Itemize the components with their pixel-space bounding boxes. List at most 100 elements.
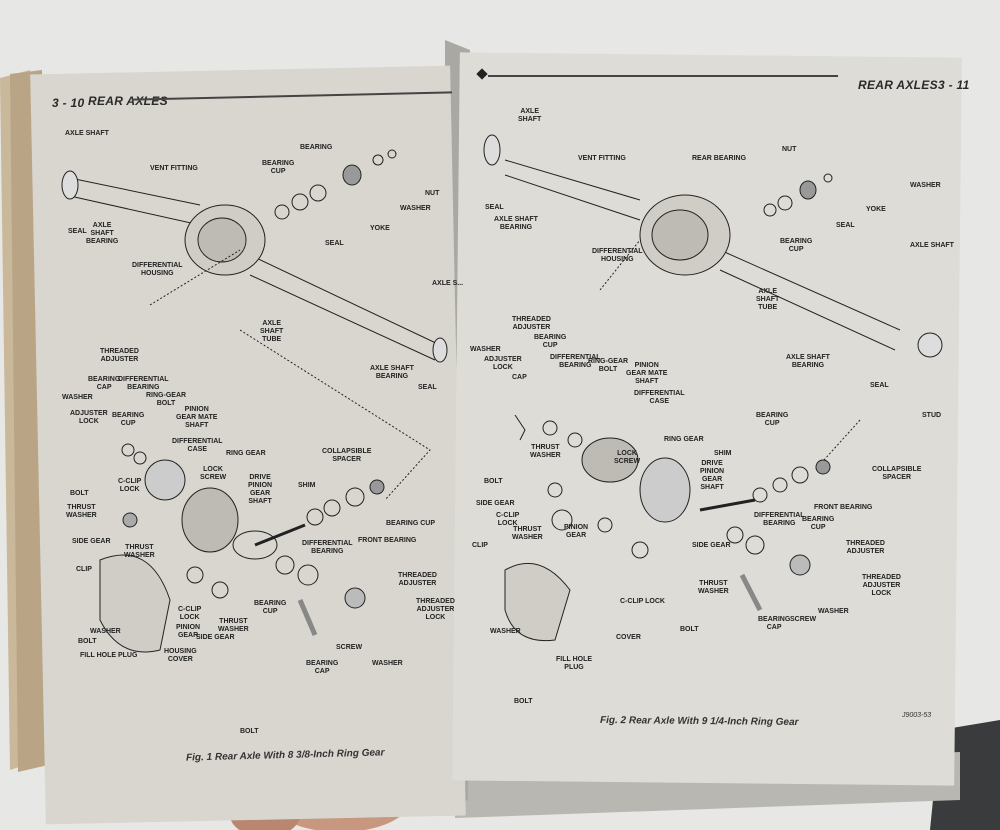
- label-lock-screw: LOCK SCREW: [200, 466, 227, 481]
- label-axle-shaft-bearing-left: AXLE SHAFT BEARING: [86, 222, 119, 245]
- label-ring-gear: RING GEAR: [226, 450, 266, 457]
- right-page-number: 3 - 11: [938, 78, 970, 92]
- label-r-clip: CLIP: [472, 542, 488, 549]
- label-washer-left: WASHER: [62, 394, 93, 401]
- label-r-ring-gear: RING GEAR: [664, 436, 704, 443]
- label-r-washer-bottom-right: WASHER: [818, 608, 849, 615]
- label-r-threaded-adjuster-bottom: THREADED ADJUSTER: [846, 540, 885, 555]
- label-r-side-gear-left: SIDE GEAR: [476, 500, 515, 507]
- label-axle-shaft-bearing-right: AXLE SHAFT BEARING: [370, 365, 414, 380]
- label-drive-pinion-gear-shaft: DRIVE PINION GEAR SHAFT: [248, 474, 273, 505]
- right-axle-tube: [504, 159, 641, 221]
- label-front-bearing: FRONT BEARING: [358, 537, 417, 544]
- label-differential-bearing-top: DIFFERENTIAL BEARING: [118, 376, 169, 391]
- right-figure-code: J9003-53: [902, 712, 932, 719]
- label-r-cover: COVER: [616, 634, 641, 641]
- label-r-stud: STUD: [922, 412, 942, 419]
- label-yoke: YOKE: [370, 225, 390, 232]
- label-r-threaded-adjuster-top: THREADED ADJUSTER: [512, 316, 551, 331]
- label-r-thrust-washer-bottom: THRUST WASHER: [698, 580, 729, 595]
- label-axle-shaft-tube: AXLE SHAFT TUBE: [260, 320, 284, 343]
- label-r-threaded-adjuster-lock: THREADED ADJUSTER LOCK: [862, 574, 901, 597]
- label-adjuster-lock-left: ADJUSTER LOCK: [70, 410, 108, 425]
- label-bolt-left: BOLT: [70, 490, 89, 497]
- label-c-clip-lock-bottom: C-CLIP LOCK: [178, 606, 202, 621]
- label-r-nut: NUT: [782, 146, 797, 153]
- label-thrust-washer-mid: THRUST WASHER: [124, 544, 155, 559]
- right-figure-caption: Fig. 2 Rear Axle With 9 1/4-Inch Ring Ge…: [599, 714, 799, 729]
- label-r-collapsible-spacer: COLLAPSIBLE SPACER: [872, 466, 922, 481]
- label-r-differential-bearing-top: DIFFERENTIAL BEARING: [550, 354, 601, 369]
- right-cover-shape: [504, 562, 571, 642]
- label-r-front-bearing: FRONT BEARING: [814, 504, 873, 511]
- label-bearing-cap-top: BEARING CAP: [88, 376, 121, 391]
- label-c-clip-lock-top: C-CLIP LOCK: [118, 478, 142, 493]
- label-bearing: BEARING: [300, 144, 333, 151]
- label-differential-housing: DIFFERENTIAL HOUSING: [132, 262, 183, 277]
- label-r-axle-shaft-right: AXLE SHAFT: [910, 242, 954, 249]
- label-r-pinion-gear: PINION GEAR: [564, 524, 589, 539]
- label-r-ring-gear-bolt: RING-GEAR BOLT: [588, 358, 629, 373]
- label-r-yoke: YOKE: [866, 206, 886, 213]
- label-r-seal-top-right: SEAL: [836, 222, 855, 229]
- label-r-vent-fitting: VENT FITTING: [578, 155, 626, 162]
- label-r-c-clip-lock-top: C-CLIP LOCK: [496, 512, 520, 527]
- label-seal-top: SEAL: [325, 240, 344, 247]
- label-r-bolt-mid: BOLT: [680, 626, 699, 633]
- label-r-axle-shaft-tube: AXLE SHAFT TUBE: [756, 288, 780, 311]
- label-r-bearing-cup-top: BEARING CUP: [780, 238, 813, 253]
- label-washer-top: WASHER: [400, 205, 431, 212]
- label-r-seal-right: SEAL: [870, 382, 889, 389]
- label-threaded-adjuster-top: THREADED ADJUSTER: [100, 348, 139, 363]
- label-thrust-washer-bottom: THRUST WASHER: [218, 618, 249, 633]
- label-threaded-adjuster-bottom: THREADED ADJUSTER: [398, 572, 437, 587]
- label-axle-shaft-right: AXLE S...: [432, 280, 464, 287]
- label-washer-bottom-left: WASHER: [90, 628, 121, 635]
- label-r-bolt-bottom: BOLT: [514, 698, 533, 705]
- left-axle-tube: [69, 177, 201, 226]
- label-side-gear-bottom: SIDE GEAR: [196, 634, 235, 641]
- label-threaded-adjuster-lock: THREADED ADJUSTER LOCK: [416, 598, 455, 621]
- label-seal-right: SEAL: [418, 384, 437, 391]
- label-differential-case: DIFFERENTIAL CASE: [172, 438, 223, 453]
- label-r-bearing-cup-mid: BEARING CUP: [534, 334, 567, 349]
- label-r-differential-bearing-bottom: DIFFERENTIAL BEARING: [754, 512, 805, 527]
- label-fill-hole-plug: FILL HOLE PLUG: [80, 652, 138, 659]
- label-pinion-gear: PINION GEAR: [176, 624, 201, 639]
- label-bolt-bottom: BOLT: [240, 728, 259, 735]
- label-r-bearing-cap: BEARING CAP: [758, 616, 791, 631]
- label-housing-cover: HOUSING COVER: [164, 648, 197, 663]
- label-r-differential-case: DIFFERENTIAL CASE: [634, 390, 685, 405]
- label-bearing-cup-left: BEARING CUP: [112, 412, 145, 427]
- right-section-title: REAR AXLES: [858, 78, 938, 92]
- label-differential-bearing-mid: DIFFERENTIAL BEARING: [302, 540, 353, 555]
- label-r-screw: SCREW: [790, 616, 817, 623]
- label-vent-fitting: VENT FITTING: [150, 165, 198, 172]
- label-screw: SCREW: [336, 644, 363, 651]
- label-seal-left: SEAL: [68, 228, 87, 235]
- label-r-side-gear-right: SIDE GEAR: [692, 542, 731, 549]
- label-r-washer-bottom-left: WASHER: [490, 628, 521, 635]
- label-r-drive-pinion-gear-shaft: DRIVE PINION GEAR SHAFT: [700, 460, 725, 491]
- label-nut: NUT: [425, 190, 440, 197]
- label-r-cap: CAP: [512, 374, 527, 381]
- label-r-adjuster-lock: ADJUSTER LOCK: [484, 356, 522, 371]
- label-r-bearing-cup-bottom: BEARING CUP: [802, 516, 835, 531]
- label-shim: SHIM: [298, 482, 316, 489]
- left-housing-cover-shape: [99, 554, 171, 653]
- label-bearing-cap-bottom: BEARING CAP: [306, 660, 339, 675]
- label-washer-bottom-right: WASHER: [372, 660, 403, 667]
- right-header-rule: [488, 75, 838, 77]
- label-thrust-washer-left: THRUST WASHER: [66, 504, 97, 519]
- label-r-bearing-cup-right: BEARING CUP: [756, 412, 789, 427]
- label-bolt-bottom-left: BOLT: [78, 638, 97, 645]
- label-r-bolt-left: BOLT: [484, 478, 503, 485]
- label-bearing-cup-right: BEARING CUP: [386, 520, 436, 527]
- label-pinion-gear-mate-shaft: PINION GEAR MATE SHAFT: [176, 406, 218, 429]
- label-r-seal-top-left: SEAL: [485, 204, 504, 211]
- label-bearing-cup: BEARING CUP: [262, 160, 295, 175]
- label-r-c-clip-lock-bottom: C-CLIP LOCK: [620, 598, 665, 605]
- label-r-axle-shaft-bearing-right: AXLE SHAFT BEARING: [786, 354, 830, 369]
